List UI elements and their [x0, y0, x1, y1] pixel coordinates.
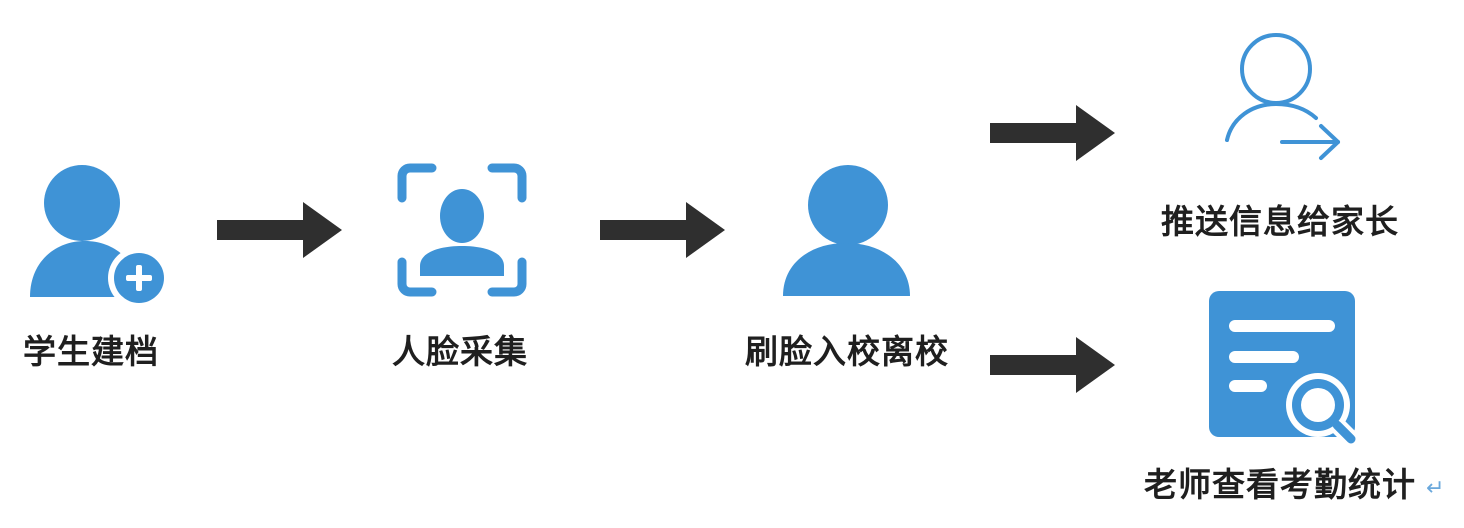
arrow-right-icon — [990, 105, 1115, 161]
arrow-right-icon — [217, 202, 342, 258]
arrow-right-icon — [600, 202, 725, 258]
step-label-student-profile: 学生建档 — [23, 333, 159, 370]
user-icon — [783, 165, 910, 296]
step-label-face-entry-exit: 刷脸入校离校 — [745, 333, 949, 370]
document-search-icon — [1209, 291, 1361, 449]
face-scan-icon — [397, 163, 527, 297]
user-forward-icon — [1225, 33, 1340, 160]
step-label-face-capture: 人脸采集 — [392, 333, 528, 370]
user-add-icon — [30, 165, 170, 309]
arrow-right-icon — [990, 337, 1115, 393]
outcome-label-teacher-attendance: 老师查看考勤统计 — [1144, 466, 1416, 503]
paragraph-mark: ↵ — [1426, 476, 1445, 501]
outcome-label-notify-parents: 推送信息给家长 — [1161, 203, 1399, 240]
